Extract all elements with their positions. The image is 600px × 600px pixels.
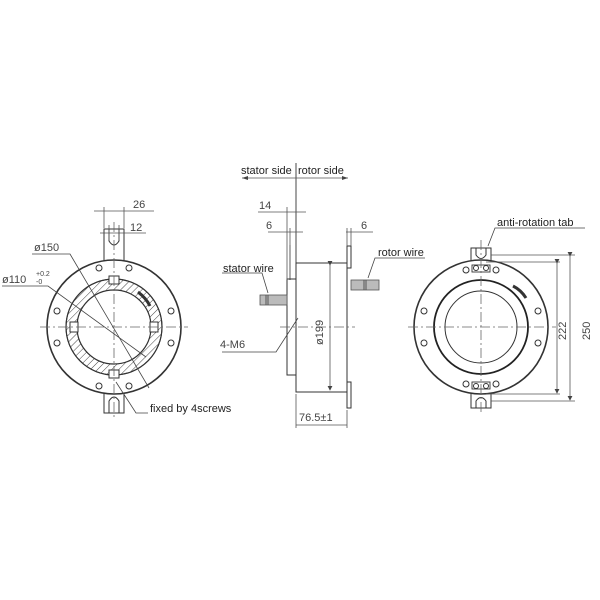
rotor-tab-bottom: [346, 381, 352, 409]
label-thread: 4-M6: [220, 339, 245, 351]
label-stator-side: stator side: [241, 165, 292, 177]
rear-view: [408, 227, 585, 415]
rotor-wire-bundle: [350, 279, 380, 291]
dim-tab-width: 26: [133, 199, 145, 211]
front-view: [2, 207, 188, 420]
stator-wire-bundle: [259, 294, 288, 306]
side-view: [222, 163, 425, 428]
label-fixed-by-screws: fixed by 4screws: [150, 403, 232, 415]
label-rotor-side: rotor side: [298, 165, 344, 177]
dim-tab-span-outer: 250: [581, 322, 593, 340]
label-stator-wire: stator wire: [223, 263, 274, 275]
rotor-tab-top: [346, 245, 352, 269]
dim-bore-diameter: ø110: [2, 274, 26, 286]
label-anti-rotation-tab: anti-rotation tab: [497, 217, 573, 229]
dim-body-diameter: ø199: [314, 320, 326, 345]
bolt-holes: [53, 264, 175, 390]
dim-flange-diameter: ø150: [34, 242, 59, 254]
dim-bore-tol-lower: -0: [36, 279, 42, 286]
dim-tab-span-inner: 222: [557, 322, 569, 340]
center-lines: [40, 222, 188, 420]
slip-ring-body: [295, 262, 348, 393]
rotor-bolt-holes: [420, 265, 542, 389]
dim-flange-offset: 14: [259, 200, 271, 212]
dim-length: 76.5±1: [299, 412, 333, 424]
dim-stator-flange-thickness: 6: [266, 220, 272, 232]
dim-rotor-tab-thickness: 6: [361, 220, 367, 232]
tab-dimension-lines: [94, 207, 154, 240]
dim-bore-tol-upper: +0.2: [36, 271, 50, 278]
dim-slot-width: 12: [130, 222, 142, 234]
label-rotor-wire: rotor wire: [378, 247, 424, 259]
span-dimension-lines: [486, 252, 575, 402]
